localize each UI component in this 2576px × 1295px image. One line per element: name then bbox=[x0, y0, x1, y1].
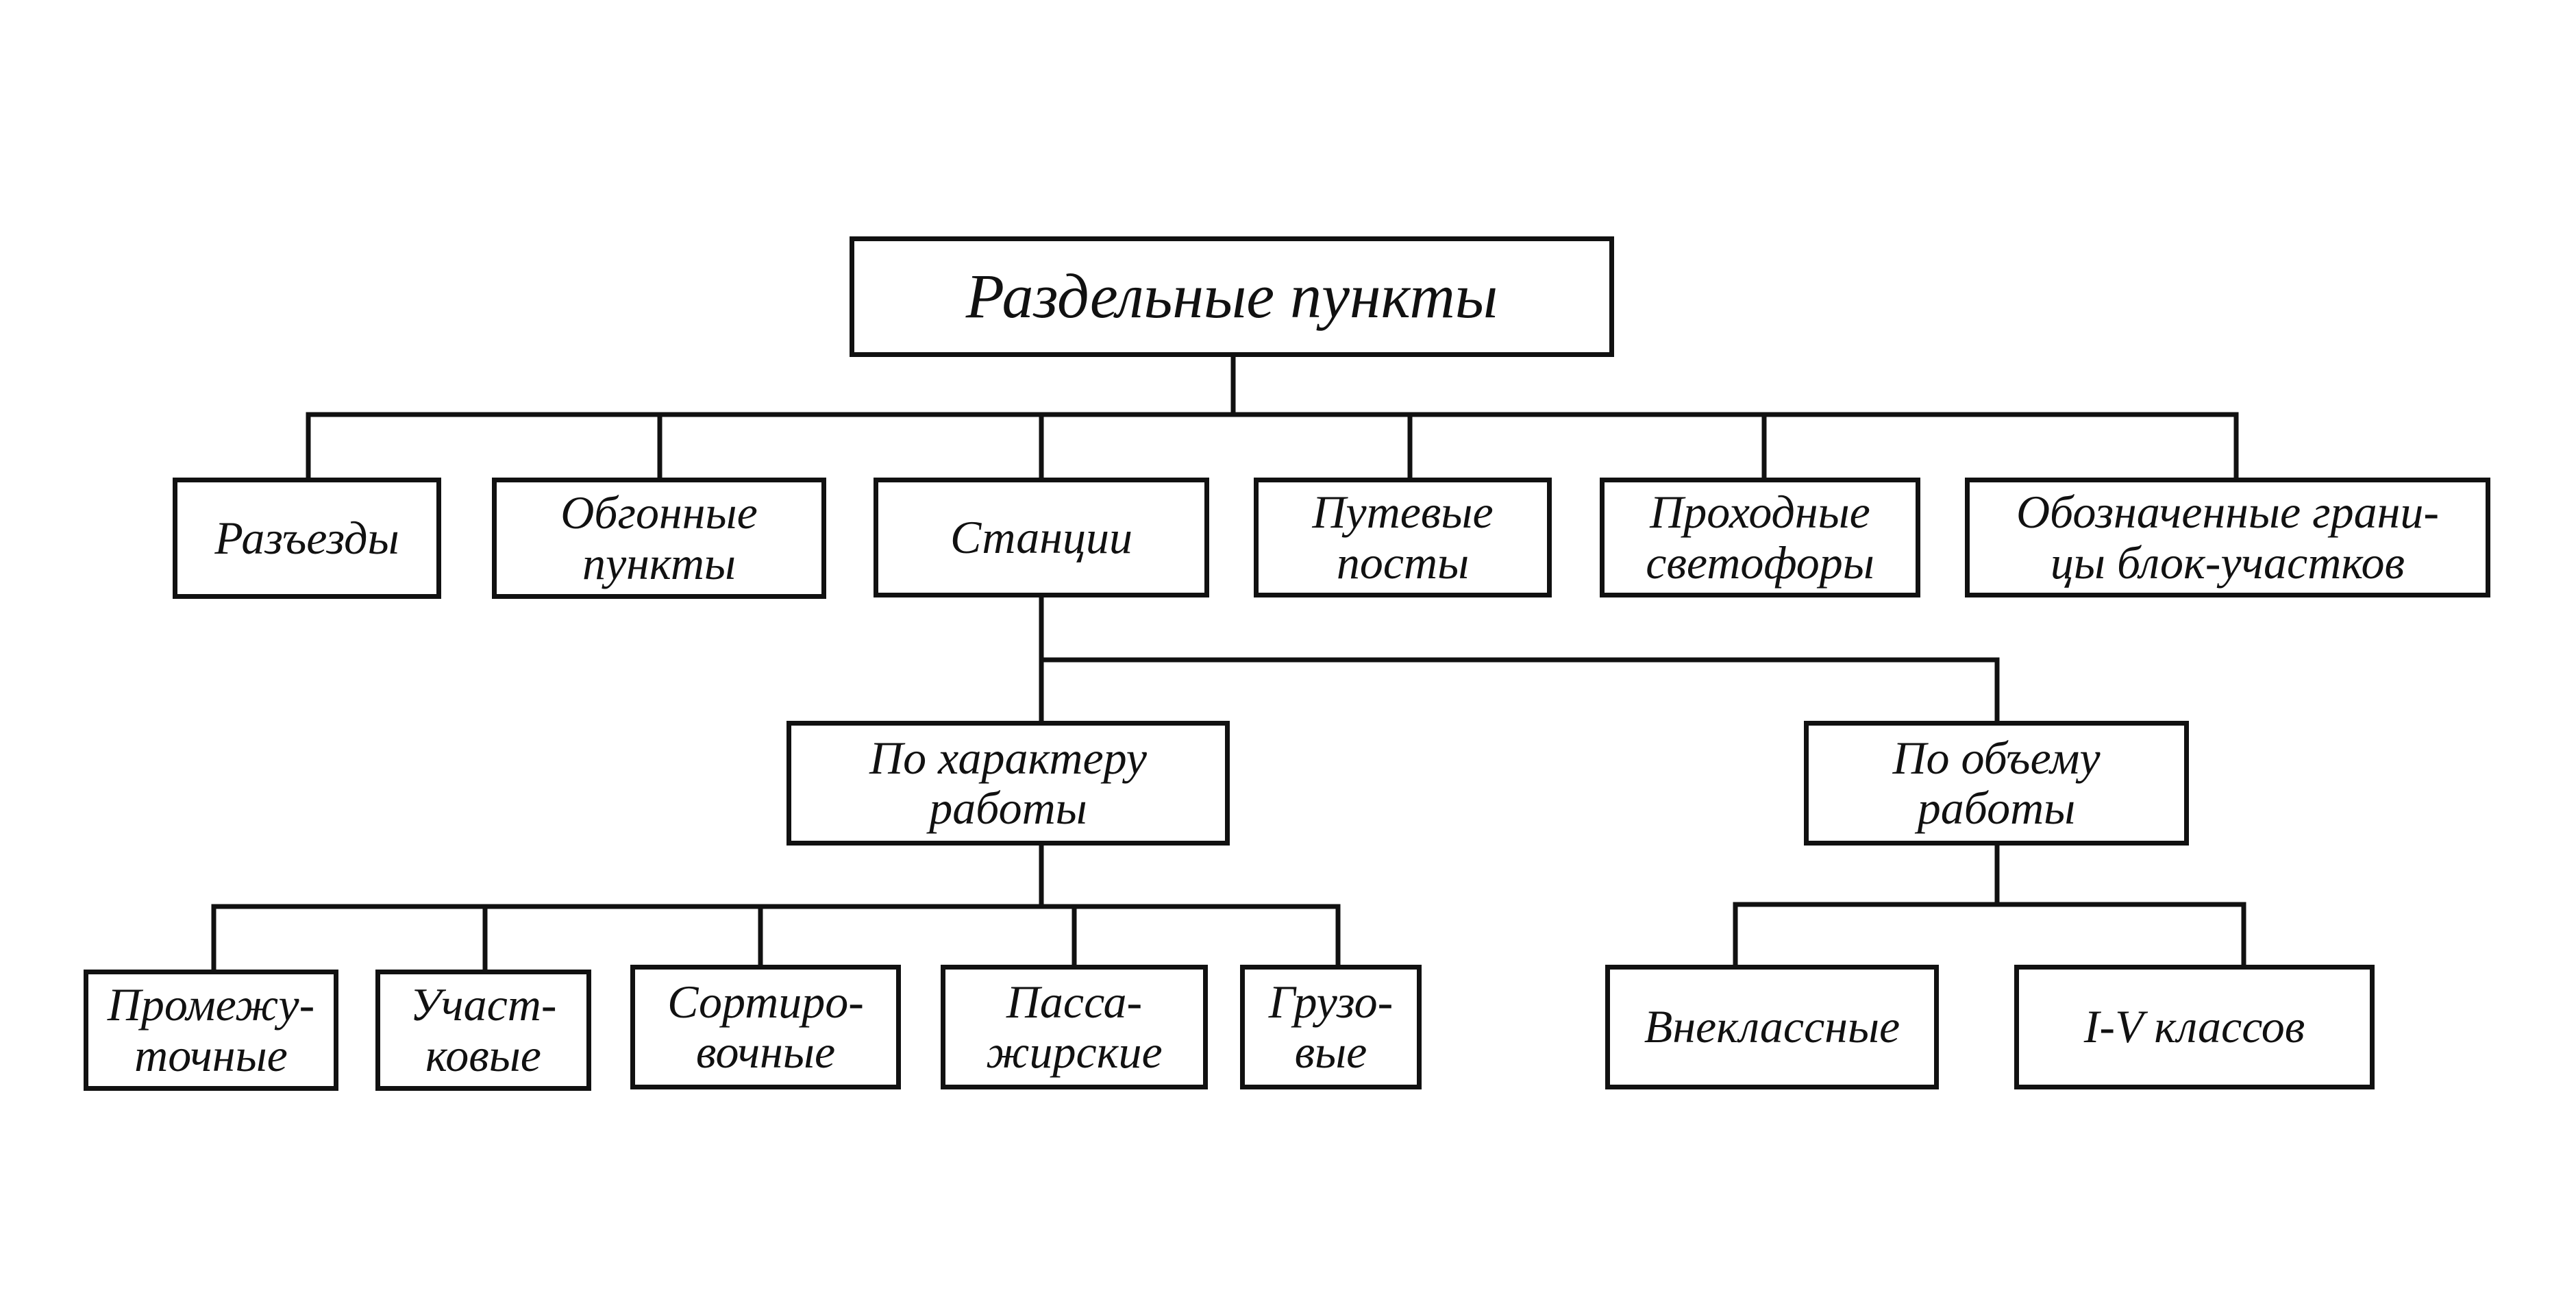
node-label-line-1: Сортиро- bbox=[667, 975, 864, 1028]
node-label-line-1: Путевые bbox=[1312, 486, 1494, 539]
node-prokhodnye-svetofory: Проходные светофоры bbox=[1600, 478, 1920, 597]
node-label-line-2: цы блок-участков bbox=[2050, 536, 2405, 589]
node-i-v-klassov: I-V классов bbox=[2014, 965, 2375, 1089]
node-label-line-2: вочные bbox=[695, 1026, 836, 1078]
root-node: Раздельные пункты bbox=[850, 236, 1614, 357]
node-razyezdy: Разъезды bbox=[173, 478, 441, 599]
node-uchastkovye: Участ- ковые bbox=[375, 970, 591, 1091]
node-label-line-1: Участ- bbox=[410, 978, 557, 1031]
node-label-line-1: По характеру bbox=[869, 731, 1147, 784]
root-node-label: Раздельные пункты bbox=[965, 261, 1498, 332]
node-label-line-1: Пасса- bbox=[1006, 975, 1143, 1028]
node-gruzovye: Грузо- вые bbox=[1240, 965, 1422, 1089]
node-promezhutochnye: Промежу- точные bbox=[84, 970, 338, 1091]
node-label: Внеклассные bbox=[1644, 1000, 1900, 1053]
node-label-line-2: точные bbox=[134, 1028, 288, 1081]
node-label-line-2: работы bbox=[1917, 782, 2076, 834]
node-label-line-1: Обозначенные грани- bbox=[2016, 486, 2440, 539]
node-stantsii: Станции bbox=[874, 478, 1209, 597]
node-label: Станции bbox=[950, 510, 1132, 563]
node-putevye-posty: Путевые посты bbox=[1254, 478, 1552, 597]
node-label-line-2: ковые bbox=[425, 1028, 541, 1081]
node-label: Разъезды bbox=[214, 511, 399, 564]
node-label-line-2: пункты bbox=[582, 536, 736, 589]
node-label-line-1: Грузо- bbox=[1268, 975, 1394, 1028]
node-passazhirskie: Пасса- жирские bbox=[941, 965, 1208, 1089]
node-label-line-1: Проходные bbox=[1650, 486, 1870, 539]
node-label-line-2: жирские bbox=[986, 1026, 1163, 1078]
node-po-kharakteru-raboty: По характеру работы bbox=[787, 721, 1230, 846]
node-label-line-1: По объему bbox=[1892, 731, 2101, 784]
node-label-line-1: Обгонные bbox=[560, 486, 758, 539]
node-sortirovochnye: Сортиро- вочные bbox=[630, 965, 901, 1089]
node-vneklassnye: Внеклассные bbox=[1605, 965, 1939, 1089]
node-label-line-2: вые bbox=[1294, 1026, 1367, 1078]
node-oboznachennye-granitsy: Обозначенные грани- цы блок-участков bbox=[1965, 478, 2490, 597]
node-po-obemu-raboty: По объему работы bbox=[1804, 721, 2189, 846]
node-label: I-V классов bbox=[2083, 1000, 2305, 1053]
node-label-line-1: Промежу- bbox=[107, 978, 315, 1031]
node-obgonnye-punkty: Обгонные пункты bbox=[492, 478, 826, 599]
node-label-line-2: работы bbox=[929, 782, 1087, 834]
node-label-line-2: посты bbox=[1336, 536, 1470, 589]
node-label-line-2: светофоры bbox=[1646, 536, 1874, 589]
